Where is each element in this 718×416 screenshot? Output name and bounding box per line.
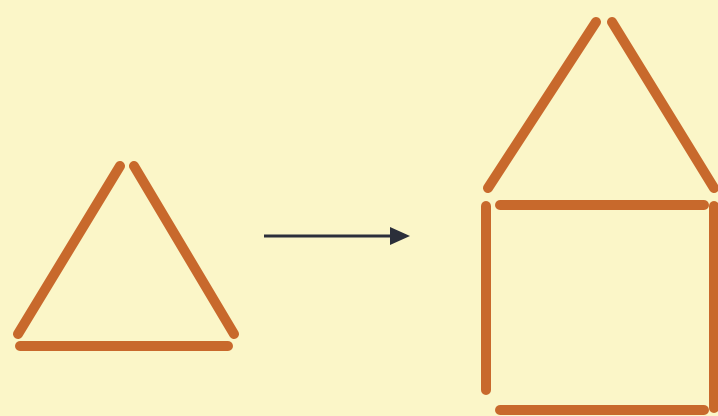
matchstick-diagram [0,0,718,416]
